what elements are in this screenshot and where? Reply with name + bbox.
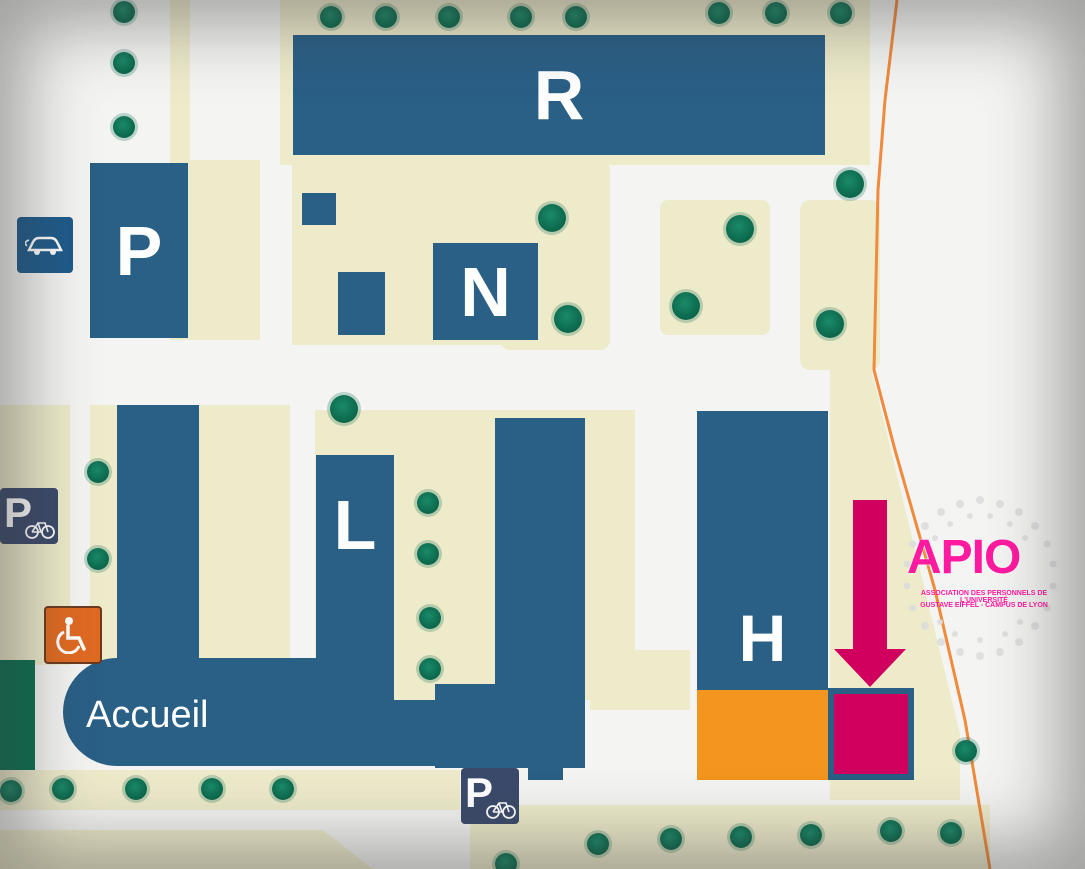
wheelchair-icon xyxy=(56,617,86,654)
tree-icon xyxy=(836,170,864,198)
tree-icon xyxy=(538,204,566,232)
tree-icon xyxy=(419,658,441,680)
accessibility-sign[interactable] xyxy=(44,606,102,664)
tree-icon xyxy=(52,778,74,800)
green-strip xyxy=(0,660,35,770)
building-l[interactable]: L xyxy=(316,455,394,765)
building-accueil-wing xyxy=(117,405,199,705)
tree-icon xyxy=(417,492,439,514)
grass-area xyxy=(800,200,880,370)
building-l-stair xyxy=(528,760,563,780)
tree-icon xyxy=(417,543,439,565)
ev-charging-sign[interactable] xyxy=(17,217,73,273)
building-n-label: N xyxy=(460,252,511,331)
building-n[interactable]: N xyxy=(433,243,538,340)
building-l-label: L xyxy=(333,486,377,564)
building-r[interactable]: R xyxy=(293,35,825,155)
tree-icon xyxy=(419,607,441,629)
tree-icon xyxy=(830,2,852,24)
grass-area xyxy=(0,830,380,869)
tree-icon xyxy=(765,2,787,24)
tree-icon xyxy=(554,305,582,333)
logo-dot-pattern xyxy=(903,496,1057,660)
tree-icon xyxy=(730,826,752,848)
apio-logo: APIO ASSOCIATION DES PERSONNELS DE L'UNI… xyxy=(895,490,1065,665)
tree-icon xyxy=(565,6,587,28)
logo-title: APIO xyxy=(907,531,1021,584)
tree-icon xyxy=(330,395,358,423)
tree-icon xyxy=(510,6,532,28)
tree-icon xyxy=(880,820,902,842)
destination-arrow xyxy=(853,500,887,650)
grass-area xyxy=(590,650,690,710)
tree-icon xyxy=(816,310,844,338)
tree-icon xyxy=(495,853,517,869)
bicycle-icon xyxy=(486,802,516,819)
tree-icon xyxy=(320,6,342,28)
tree-icon xyxy=(125,778,147,800)
tree-icon xyxy=(113,1,135,23)
tree-icon xyxy=(940,822,962,844)
tree-icon xyxy=(726,215,754,243)
building-h[interactable]: H xyxy=(697,411,828,691)
electric-car-icon xyxy=(25,236,64,255)
grass-area xyxy=(185,160,260,340)
tree-icon xyxy=(375,6,397,28)
grass-area xyxy=(0,770,460,810)
building-p-label: P xyxy=(115,211,163,290)
tree-icon xyxy=(800,824,822,846)
tree-icon xyxy=(587,833,609,855)
logo-subtitle-line2: GUSTAVE EIFFEL - CAMPUS DE LYON xyxy=(920,602,1048,609)
annex-block xyxy=(302,193,336,225)
tree-icon xyxy=(660,828,682,850)
building-accueil-label: Accueil xyxy=(86,694,209,736)
tree-icon xyxy=(438,6,460,28)
tree-icon xyxy=(113,52,135,74)
connector xyxy=(390,700,440,766)
tree-icon xyxy=(201,778,223,800)
building-l-south-block xyxy=(435,684,585,768)
tree-icon xyxy=(955,740,977,762)
tree-icon xyxy=(708,2,730,24)
logo-subtitle-line1: ASSOCIATION DES PERSONNELS DE L'UNIVERSI… xyxy=(920,590,1048,604)
bicycle-icon xyxy=(25,522,55,539)
bike-parking-sign[interactable]: P xyxy=(0,488,58,544)
tree-icon xyxy=(87,548,109,570)
destination-room[interactable] xyxy=(828,688,914,780)
annex-block xyxy=(338,272,385,335)
tree-icon xyxy=(0,780,22,802)
adjacent-room xyxy=(697,690,828,780)
tree-icon xyxy=(272,778,294,800)
tree-icon xyxy=(87,461,109,483)
tree-icon xyxy=(672,292,700,320)
tree-icon xyxy=(113,116,135,138)
destination-arrow-head xyxy=(834,649,906,687)
building-p[interactable]: P xyxy=(90,163,188,338)
building-r-label: R xyxy=(533,56,585,134)
destination-room-fill xyxy=(834,694,908,774)
parking-letter: P xyxy=(4,489,33,536)
bike-parking-sign[interactable]: P xyxy=(461,768,519,824)
parking-letter: P xyxy=(465,769,494,816)
building-h-label: H xyxy=(738,601,787,675)
